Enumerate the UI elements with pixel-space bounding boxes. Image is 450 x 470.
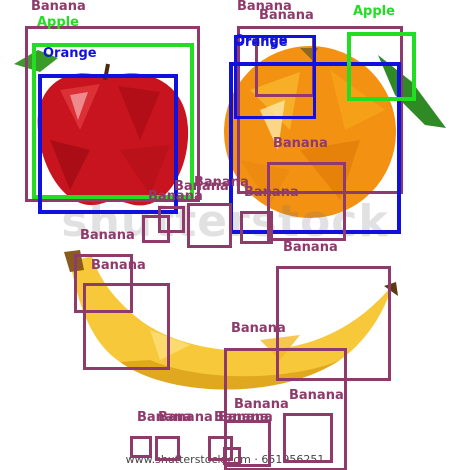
apple-image xyxy=(37,63,189,206)
banana-label: Banana xyxy=(234,397,289,412)
banana-bounding-box xyxy=(158,206,185,233)
banana-bounding-box xyxy=(283,413,333,463)
banana-bounding-box xyxy=(155,436,180,461)
banana-label: Banana xyxy=(259,8,314,23)
apple-bounding-box xyxy=(32,43,194,199)
banana-bounding-box xyxy=(142,215,170,243)
banana-bounding-box xyxy=(276,266,391,381)
banana-label: Banana xyxy=(80,228,135,243)
banana-bounding-box xyxy=(267,162,346,241)
apple-bounding-box xyxy=(347,32,416,101)
banana-label: Banana xyxy=(91,258,146,273)
banana-label: Banana xyxy=(283,240,338,255)
banana-label: Banana xyxy=(273,136,328,151)
banana-label: Banana xyxy=(244,185,299,200)
apple-label: Apple xyxy=(37,15,79,30)
orange-label: Orange xyxy=(234,33,288,48)
banana-bounding-box xyxy=(224,348,347,470)
orange-label: Orange xyxy=(234,35,288,50)
banana-label: Banana xyxy=(31,0,86,14)
banana-bounding-box xyxy=(187,203,232,248)
banana-label: Banana xyxy=(194,175,249,190)
banana-bounding-box xyxy=(240,211,273,244)
banana-label: Banana xyxy=(231,321,286,336)
orange-bounding-box xyxy=(234,35,316,119)
banana-label: Banana xyxy=(174,179,229,194)
banana-bounding-box xyxy=(130,436,152,458)
apple-label: Apple xyxy=(353,4,395,19)
orange-bounding-box xyxy=(38,74,178,214)
banana-bounding-box xyxy=(83,283,170,370)
orange-label: Orange xyxy=(43,46,97,61)
banana-bounding-box xyxy=(223,447,241,465)
banana-bounding-box xyxy=(224,420,271,467)
banana-label: Banana xyxy=(214,410,269,425)
banana-label: Banana xyxy=(237,0,292,14)
banana-bounding-box xyxy=(25,26,200,202)
banana-label: Banana xyxy=(158,410,213,425)
banana-label: Banana xyxy=(148,189,203,204)
orange-bounding-box xyxy=(229,62,401,234)
banana-label: Banana xyxy=(289,388,344,403)
banana-label: Banana xyxy=(137,410,192,425)
banana-label: Banana xyxy=(218,410,273,425)
banana-bounding-box xyxy=(237,26,403,194)
